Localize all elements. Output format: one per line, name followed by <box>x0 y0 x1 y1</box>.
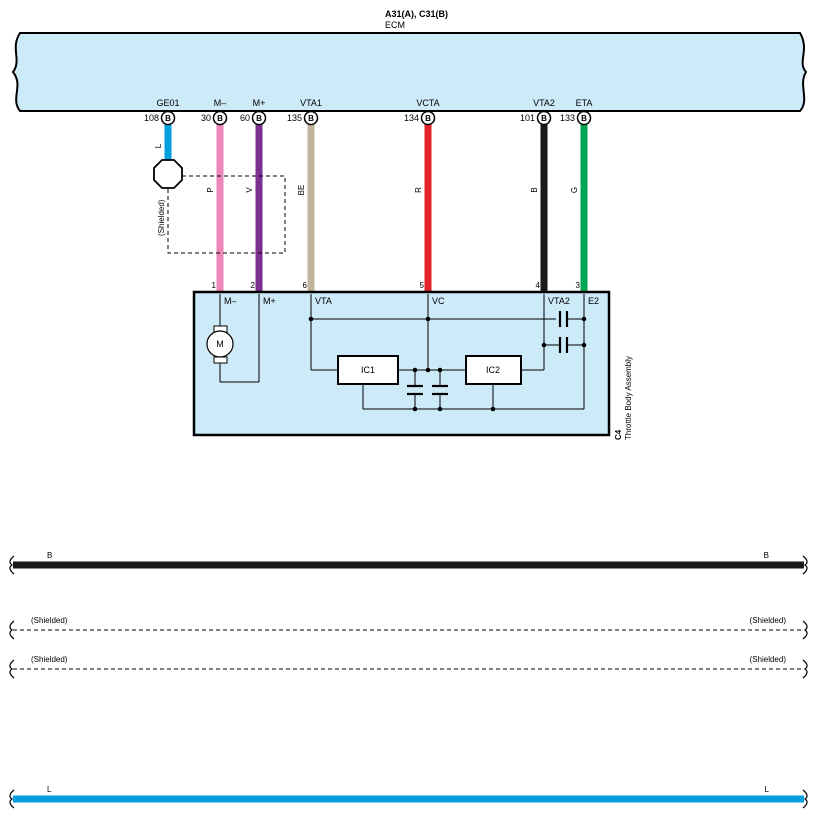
connector-eta <box>576 110 592 126</box>
shield-octagon <box>153 159 183 189</box>
strip-label-left-black: B <box>47 551 52 560</box>
wire-code-vcta: R <box>414 187 423 193</box>
terminal-name-vta2: VTA2 <box>533 98 555 108</box>
connector-mminus <box>212 110 228 126</box>
strip-label-left-blue: L <box>47 785 52 794</box>
connector-ge01 <box>160 110 176 126</box>
pin-number-vta1: 135 <box>287 113 302 123</box>
wire-code-ge01: L <box>154 143 163 148</box>
wire-group <box>164 124 588 292</box>
throttle-pin-label-6: VTA <box>315 296 332 306</box>
throttle-pin-num-3: 3 <box>576 281 581 290</box>
capacitor-plates <box>407 311 569 396</box>
connector-vcta <box>420 110 436 126</box>
throttle-pin-label-4: VTA2 <box>548 296 570 306</box>
throttle-pin-num-6: 6 <box>303 281 308 290</box>
terminal-name-vcta: VCTA <box>416 98 439 108</box>
terminal-name-eta: ETA <box>576 98 593 108</box>
throttle-pin-label-5: VC <box>432 296 445 306</box>
wire-code-vta1: BE <box>297 185 306 196</box>
pin-number-mminus: 30 <box>201 113 211 123</box>
terminal-name-mminus: M– <box>214 98 227 108</box>
connector-mplus <box>251 110 267 126</box>
ecm-panel <box>11 32 808 112</box>
throttle-connector-label: C4 <box>614 429 623 440</box>
connector-letter-mplus: B <box>256 114 262 123</box>
terminal-name-vta1: VTA1 <box>300 98 322 108</box>
ic1-box <box>337 355 399 385</box>
pin-number-eta: 133 <box>560 113 575 123</box>
motor-label: M <box>216 339 224 349</box>
ic2-label: IC2 <box>486 365 500 375</box>
throttle-pin-num-5: 5 <box>420 281 425 290</box>
strip-break-left-shield2 <box>9 659 15 679</box>
ic1-label: IC1 <box>361 365 375 375</box>
wire-code-eta: G <box>570 187 579 193</box>
connector-letter-vcta: B <box>425 114 431 123</box>
strip-break-right-black <box>802 555 808 575</box>
ecm-connector-label: A31(A), C31(B) <box>385 9 448 19</box>
connector-letter-eta: B <box>581 114 587 123</box>
ic2-box <box>465 355 522 385</box>
throttle-pin-num-4: 4 <box>536 281 541 290</box>
throttle-pin-num-1: 1 <box>212 281 217 290</box>
connector-vta1 <box>303 110 319 126</box>
strip-label-right-shield2: (Shielded) <box>750 655 787 664</box>
terminal-name-mplus: M+ <box>253 98 266 108</box>
ecm-name: ECM <box>385 20 405 30</box>
wire-code-vta2: B <box>530 187 539 192</box>
strip-label-right-shield1: (Shielded) <box>750 616 787 625</box>
strip-break-right-shield2 <box>802 659 808 679</box>
strip-break-left-black <box>9 555 15 575</box>
shield-box <box>167 175 286 254</box>
connector-letter-ge01: B <box>165 114 171 123</box>
pin-number-ge01: 108 <box>144 113 159 123</box>
strip-break-left-blue <box>9 789 15 809</box>
throttle-body-box <box>192 290 611 437</box>
terminal-name-ge01: GE01 <box>156 98 179 108</box>
connector-letter-mminus: B <box>217 114 223 123</box>
pin-number-vta2: 101 <box>520 113 535 123</box>
strip-label-right-blue: L <box>765 785 770 794</box>
throttle-pin-num-2: 2 <box>251 281 256 290</box>
pin-number-mplus: 60 <box>240 113 250 123</box>
strip-break-right-blue <box>802 789 808 809</box>
connector-letter-vta2: B <box>541 114 547 123</box>
junction-dots <box>308 316 587 412</box>
throttle-name-label: Throttle Body Assembly <box>624 356 633 440</box>
strip-break-left-shield1 <box>9 620 15 640</box>
pin-number-vcta: 134 <box>404 113 419 123</box>
internal-circuit <box>219 294 585 410</box>
wire-code-mplus: V <box>245 187 254 193</box>
strip-label-right-black: B <box>764 551 769 560</box>
strip-label-left-shield2: (Shielded) <box>31 655 68 664</box>
connector-letter-vta1: B <box>308 114 314 123</box>
motor-brush-bottom <box>213 356 228 364</box>
throttle-pin-label-2: M+ <box>263 296 276 306</box>
throttle-pin-label-3: E2 <box>588 296 599 306</box>
strip-break-right-shield1 <box>802 620 808 640</box>
shield-label: (Shielded) <box>157 199 166 236</box>
motor-symbol <box>206 330 234 358</box>
throttle-pin-label-1: M– <box>224 296 237 306</box>
wire-strips: B B (Shielded) (Shielded) (Shielded) (Shielde… <box>9 551 808 809</box>
wire-code-mminus: P <box>206 187 215 192</box>
strip-label-left-shield1: (Shielded) <box>31 616 68 625</box>
connector-vta2 <box>536 110 552 126</box>
